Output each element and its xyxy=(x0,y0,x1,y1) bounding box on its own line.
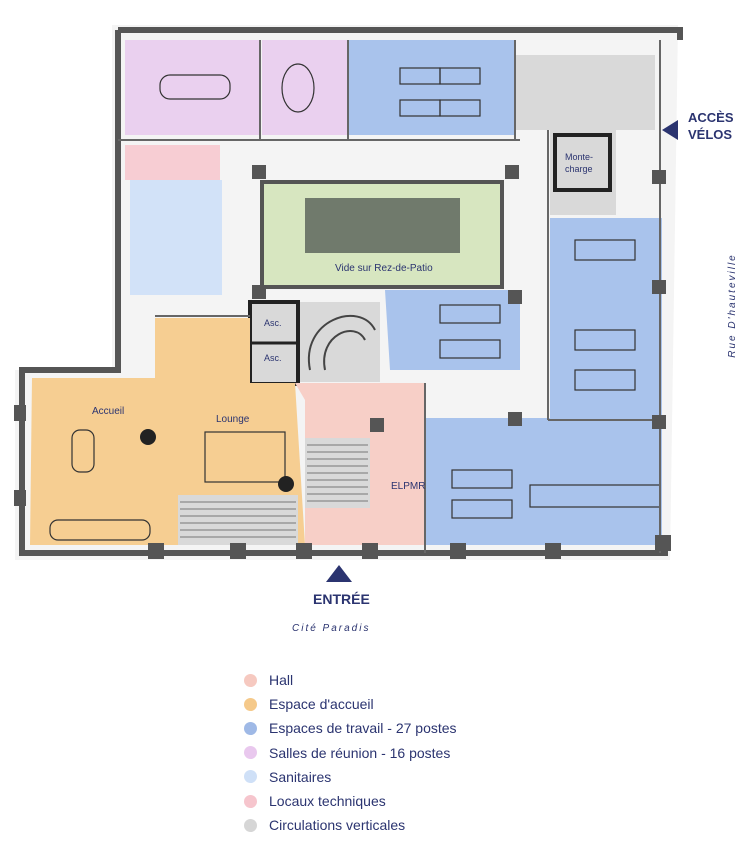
legend-label: Espaces de travail - 27 postes xyxy=(269,720,457,737)
legend-swatch xyxy=(244,673,257,687)
lounge-label: Lounge xyxy=(216,414,250,425)
legend-label: Salles de réunion - 16 postes xyxy=(269,744,451,761)
goods-lift-label-2: charge xyxy=(565,164,593,174)
legend-item-hall: Hall xyxy=(244,668,457,692)
patio-label: Vide sur Rez-de-Patio xyxy=(335,263,433,274)
accueil-label: Accueil xyxy=(92,406,125,417)
legend-swatch xyxy=(244,746,257,760)
legend-label: Locaux techniques xyxy=(269,793,386,810)
legend-swatch xyxy=(244,697,257,711)
work-area-top xyxy=(348,40,514,135)
bike-access-label-2: VÉLOS xyxy=(688,127,733,142)
accueil xyxy=(30,318,305,545)
legend-label: Sanitaires xyxy=(269,768,332,785)
legend-item-sanitaires: Sanitaires xyxy=(244,765,457,789)
legend-label: Espace d'accueil xyxy=(269,696,374,713)
legend-swatch xyxy=(244,794,257,808)
floor-plan-drawing xyxy=(14,25,683,582)
legend-item-travail: Espaces de travail - 27 postes xyxy=(244,716,457,740)
street-right-label: Rue D'hauteville xyxy=(726,253,738,358)
patio-planting xyxy=(305,198,460,253)
goods-lift-label-1: Monte- xyxy=(565,152,594,162)
legend: Hall Espace d'accueil Espaces de travail… xyxy=(244,668,457,837)
street-bottom-label: Cité Paradis xyxy=(292,623,371,634)
spiral-stair xyxy=(300,302,380,382)
floor-plan: Vide sur Rez-de-Patio Accueil Lounge ELP… xyxy=(14,25,738,634)
sanitaires xyxy=(130,180,222,295)
work-area-center xyxy=(385,290,520,370)
legend-swatch xyxy=(244,721,257,735)
elpmr-label: ELPMR xyxy=(391,481,426,492)
meeting-room-2 xyxy=(262,40,347,135)
work-area-right xyxy=(550,218,662,418)
legend-label: Circulations verticales xyxy=(269,817,406,834)
work-area-bottom xyxy=(425,418,662,545)
bike-access-arrow xyxy=(662,120,678,140)
goods-lift xyxy=(553,133,612,192)
bike-access-label-1: ACCÈS xyxy=(688,110,734,125)
entrance-arrow xyxy=(326,565,352,582)
legend-item-reunion: Salles de réunion - 16 postes xyxy=(244,741,457,765)
elevator-1-label: Asc. xyxy=(264,318,282,328)
entrance-label: ENTRÉE xyxy=(313,591,370,607)
meeting-room-1 xyxy=(125,40,260,135)
legend-swatch xyxy=(244,770,257,784)
technical-room xyxy=(125,145,220,180)
legend-label: Hall xyxy=(269,672,294,689)
legend-item-techniques: Locaux techniques xyxy=(244,789,457,813)
elevator-2-label: Asc. xyxy=(264,353,282,363)
legend-swatch xyxy=(244,818,257,832)
legend-item-accueil: Espace d'accueil xyxy=(244,692,457,716)
legend-item-circulations: Circulations verticales xyxy=(244,813,457,837)
